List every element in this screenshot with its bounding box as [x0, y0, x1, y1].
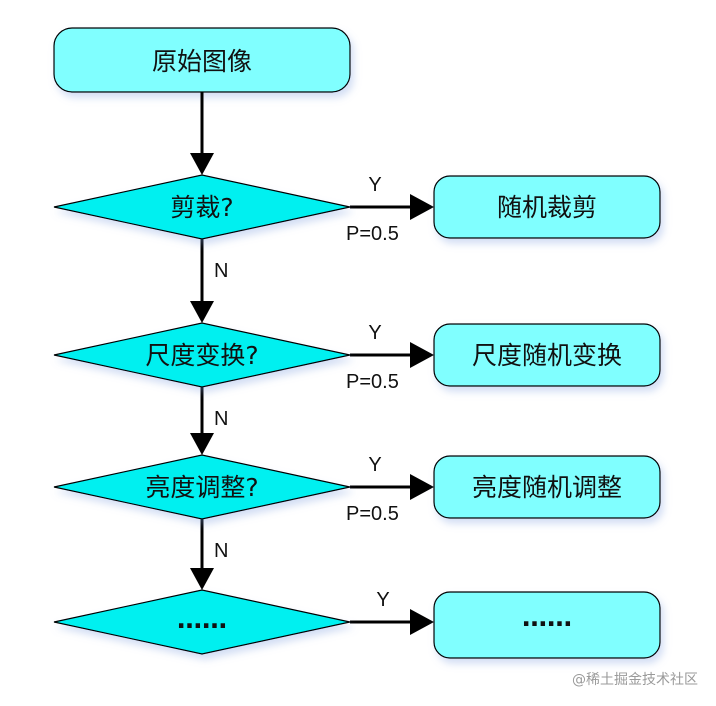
- no-label: N: [214, 260, 228, 282]
- action-box: [433, 323, 661, 387]
- decision-label: 亮度调整?: [145, 473, 258, 502]
- action-label: 尺度随机变换: [472, 341, 622, 370]
- edge-no-1-arrowhead-icon: [190, 433, 214, 455]
- start-label: 原始图像: [152, 47, 252, 76]
- edge-start-arrowhead-icon: [190, 153, 214, 175]
- edge-yes-3-arrowhead-icon: [410, 609, 434, 635]
- yes-label: Y: [376, 589, 389, 611]
- edge-no-2-arrowhead-icon: [190, 568, 214, 590]
- yes-label: Y: [368, 174, 381, 196]
- action-label: 随机裁剪: [497, 193, 597, 222]
- decision-diamond: [53, 322, 351, 388]
- action-box: [433, 591, 661, 659]
- decision-row-3: …… ……: [53, 589, 661, 659]
- watermark: @稀土掘金技术社区: [572, 672, 698, 688]
- no-label: N: [214, 540, 228, 562]
- action-box: [433, 455, 661, 519]
- edge-yes-0-arrowhead-icon: [410, 194, 434, 220]
- decision-row-1: 尺度变换? 尺度随机变换: [53, 322, 661, 388]
- edge-yes-1-arrowhead-icon: [410, 342, 434, 368]
- action-label: ……: [522, 603, 572, 632]
- no-label: N: [214, 408, 228, 430]
- edge-no-0-arrowhead-icon: [190, 301, 214, 323]
- decision-diamond: [53, 589, 351, 655]
- action-box: [433, 175, 661, 239]
- probability-label: P=0.5: [346, 371, 399, 393]
- probability-label: P=0.5: [346, 503, 399, 525]
- start-node: 原始图像: [53, 27, 351, 93]
- probability-label: P=0.5: [346, 223, 399, 245]
- yes-label: Y: [368, 322, 381, 344]
- decision-label: 剪裁?: [170, 193, 233, 222]
- decision-label: 尺度变换?: [145, 341, 258, 370]
- decision-diamond: [53, 454, 351, 520]
- edge-yes-2-arrowhead-icon: [410, 474, 434, 500]
- decision-diamond: [53, 174, 351, 240]
- decision-row-0: 剪裁? 随机裁剪: [53, 174, 661, 240]
- yes-label: Y: [368, 454, 381, 476]
- action-label: 亮度随机调整: [472, 473, 622, 502]
- decision-label: ……: [177, 605, 227, 634]
- decision-row-2: 亮度调整? 亮度随机调整: [53, 454, 661, 520]
